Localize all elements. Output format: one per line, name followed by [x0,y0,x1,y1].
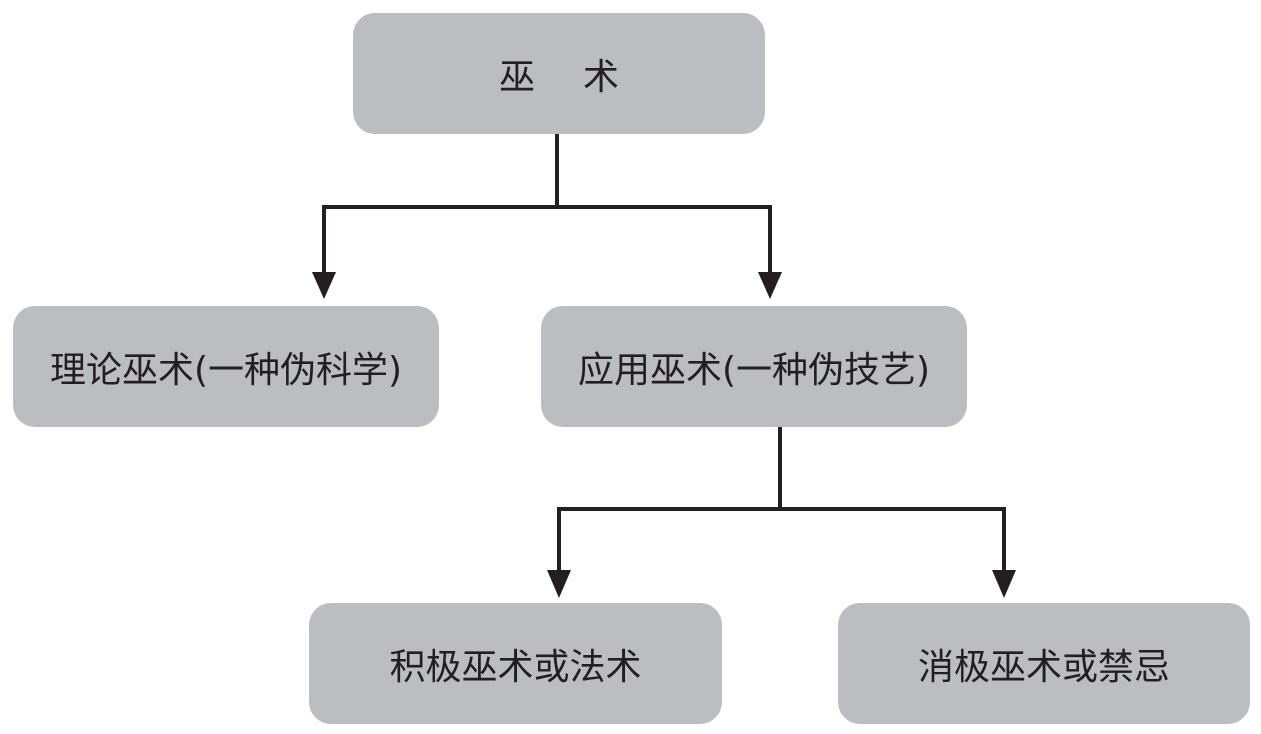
arrow-to-negative [992,509,1016,598]
positive-magic-node: 积极巫术或法术 [309,603,722,724]
negative-magic-node: 消极巫术或禁忌 [838,603,1250,724]
theoretical-magic-node: 理论巫术(一种伪科学) [13,306,439,427]
applied-magic-node: 应用巫术(一种伪技艺) [541,306,967,427]
negative-magic-label: 消极巫术或禁忌 [917,646,1170,688]
arrow-to-applied [758,207,782,299]
root-node: 巫术 [353,13,765,134]
applied-magic-label: 应用巫术(一种伪技艺) [577,349,931,391]
arrow-to-positive [547,509,571,598]
root-node-label: 巫术 [498,56,667,98]
positive-magic-label: 积极巫术或法术 [389,646,642,688]
theoretical-magic-label: 理论巫术(一种伪科学) [49,349,403,391]
arrow-to-theoretical [312,207,336,299]
